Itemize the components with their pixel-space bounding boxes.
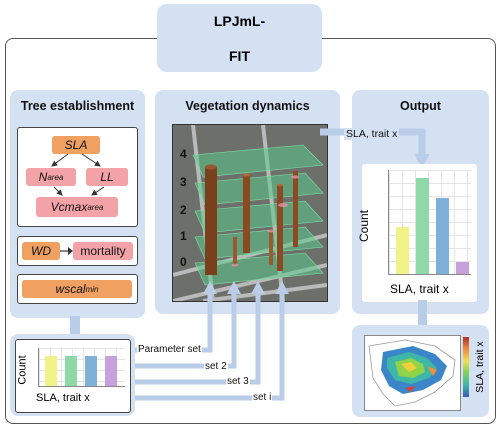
model-name-line2: FIT (229, 48, 250, 64)
layer-label-4: 4 (180, 147, 187, 161)
layer-label-0: 0 (180, 255, 187, 269)
stand-3d-svg (173, 125, 327, 301)
wd-node: WD (22, 242, 60, 260)
map-color-scale (463, 337, 469, 397)
input-hist-xlabel: SLA, trait x (36, 392, 90, 404)
narea-subscript: area (47, 172, 64, 182)
vegetation-dynamics-title: Vegetation dynamics (185, 99, 310, 113)
ll-node: LL (86, 168, 128, 186)
output-bar-1 (396, 227, 409, 274)
wd-label: WD (31, 244, 51, 258)
wd-mortality-box: WD mortality (17, 236, 138, 266)
model-name-line1: LPJmL- (213, 13, 266, 29)
output-bar-4 (456, 261, 469, 274)
input-bar-3 (85, 356, 97, 386)
layer-label-3: 3 (180, 175, 187, 189)
set-i-label: set i (252, 392, 273, 403)
map-frame (364, 335, 461, 411)
parameter-set-label: Parameter set (137, 344, 202, 355)
set-3-label: set 3 (226, 376, 250, 387)
output-title: Output (400, 99, 441, 113)
input-hist-plot (38, 348, 125, 387)
map-panel: SLA, trait x (352, 325, 489, 417)
output-bar-chart: Count SLA, trait x (357, 164, 477, 302)
output-chart-xlabel: SLA, trait x (390, 282, 449, 296)
narea-label: N (38, 170, 48, 184)
mortality-label: mortality (80, 244, 126, 258)
input-bar-1 (45, 356, 57, 386)
forest-stand-illustration: 4 3 2 1 0 (172, 124, 328, 302)
vcmax-label: Vcmax (50, 200, 88, 214)
output-arrow-label: SLA, trait x (344, 128, 400, 140)
output-bar-2 (416, 178, 429, 274)
tree-establishment-title: Tree establishment (20, 99, 135, 113)
output-bar-3 (436, 198, 449, 274)
ll-label: LL (100, 170, 114, 184)
wscal-label: wscal (55, 282, 86, 296)
layer-label-2: 2 (180, 203, 187, 217)
output-chart-plot (388, 170, 471, 275)
input-bar-4 (105, 356, 117, 386)
tree-trunks (205, 164, 298, 275)
layer-label-1: 1 (180, 229, 187, 243)
set-2-label: set 2 (204, 361, 228, 372)
wd-arrow (60, 247, 73, 255)
model-header: LPJmL- FIT (157, 4, 322, 72)
sla-label: SLA (64, 138, 88, 152)
trait-arrows (51, 153, 105, 196)
input-histogram: Count SLA, trait x (15, 339, 131, 413)
vcmax-subscript: area (87, 202, 104, 212)
output-bars (389, 170, 471, 274)
mortality-node: mortality (73, 242, 133, 260)
sla-node: SLA (52, 136, 100, 154)
amazon-map (368, 339, 456, 407)
input-histogram-panel: Count SLA, trait x (10, 334, 135, 416)
wscal-subscript: min (85, 284, 99, 294)
input-bar-2 (65, 356, 77, 386)
